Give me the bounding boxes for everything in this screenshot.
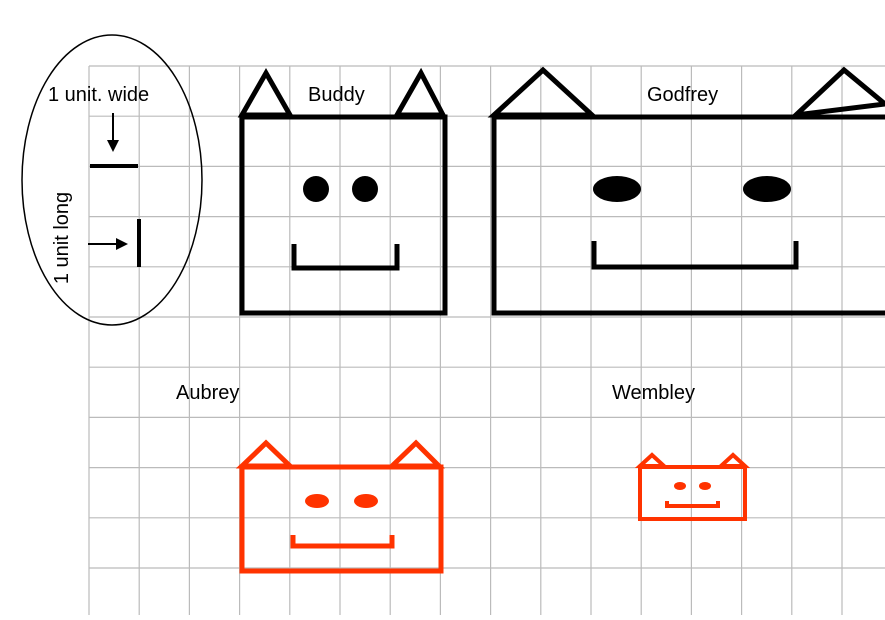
buddy-cat: [242, 73, 445, 313]
wembley-eyes: [674, 482, 711, 490]
godfrey-label: Godfrey: [647, 85, 718, 105]
aubrey-eyes: [305, 494, 378, 508]
wembley-label: Wembley: [612, 383, 695, 403]
legend-long-label: 1 unit long: [52, 168, 72, 308]
aubrey-cat: [242, 443, 441, 571]
aubrey-label: Aubrey: [176, 383, 239, 403]
legend-long-marker: [88, 219, 139, 267]
wembley-cat: [640, 455, 745, 519]
legend-wide-marker: [90, 113, 138, 166]
legend-ellipse: [22, 35, 202, 325]
godfrey-cat: [494, 70, 885, 313]
grid-lines: [89, 66, 885, 615]
legend-wide-label: 1 unit. wide: [48, 85, 149, 105]
buddy-label: Buddy: [308, 85, 365, 105]
